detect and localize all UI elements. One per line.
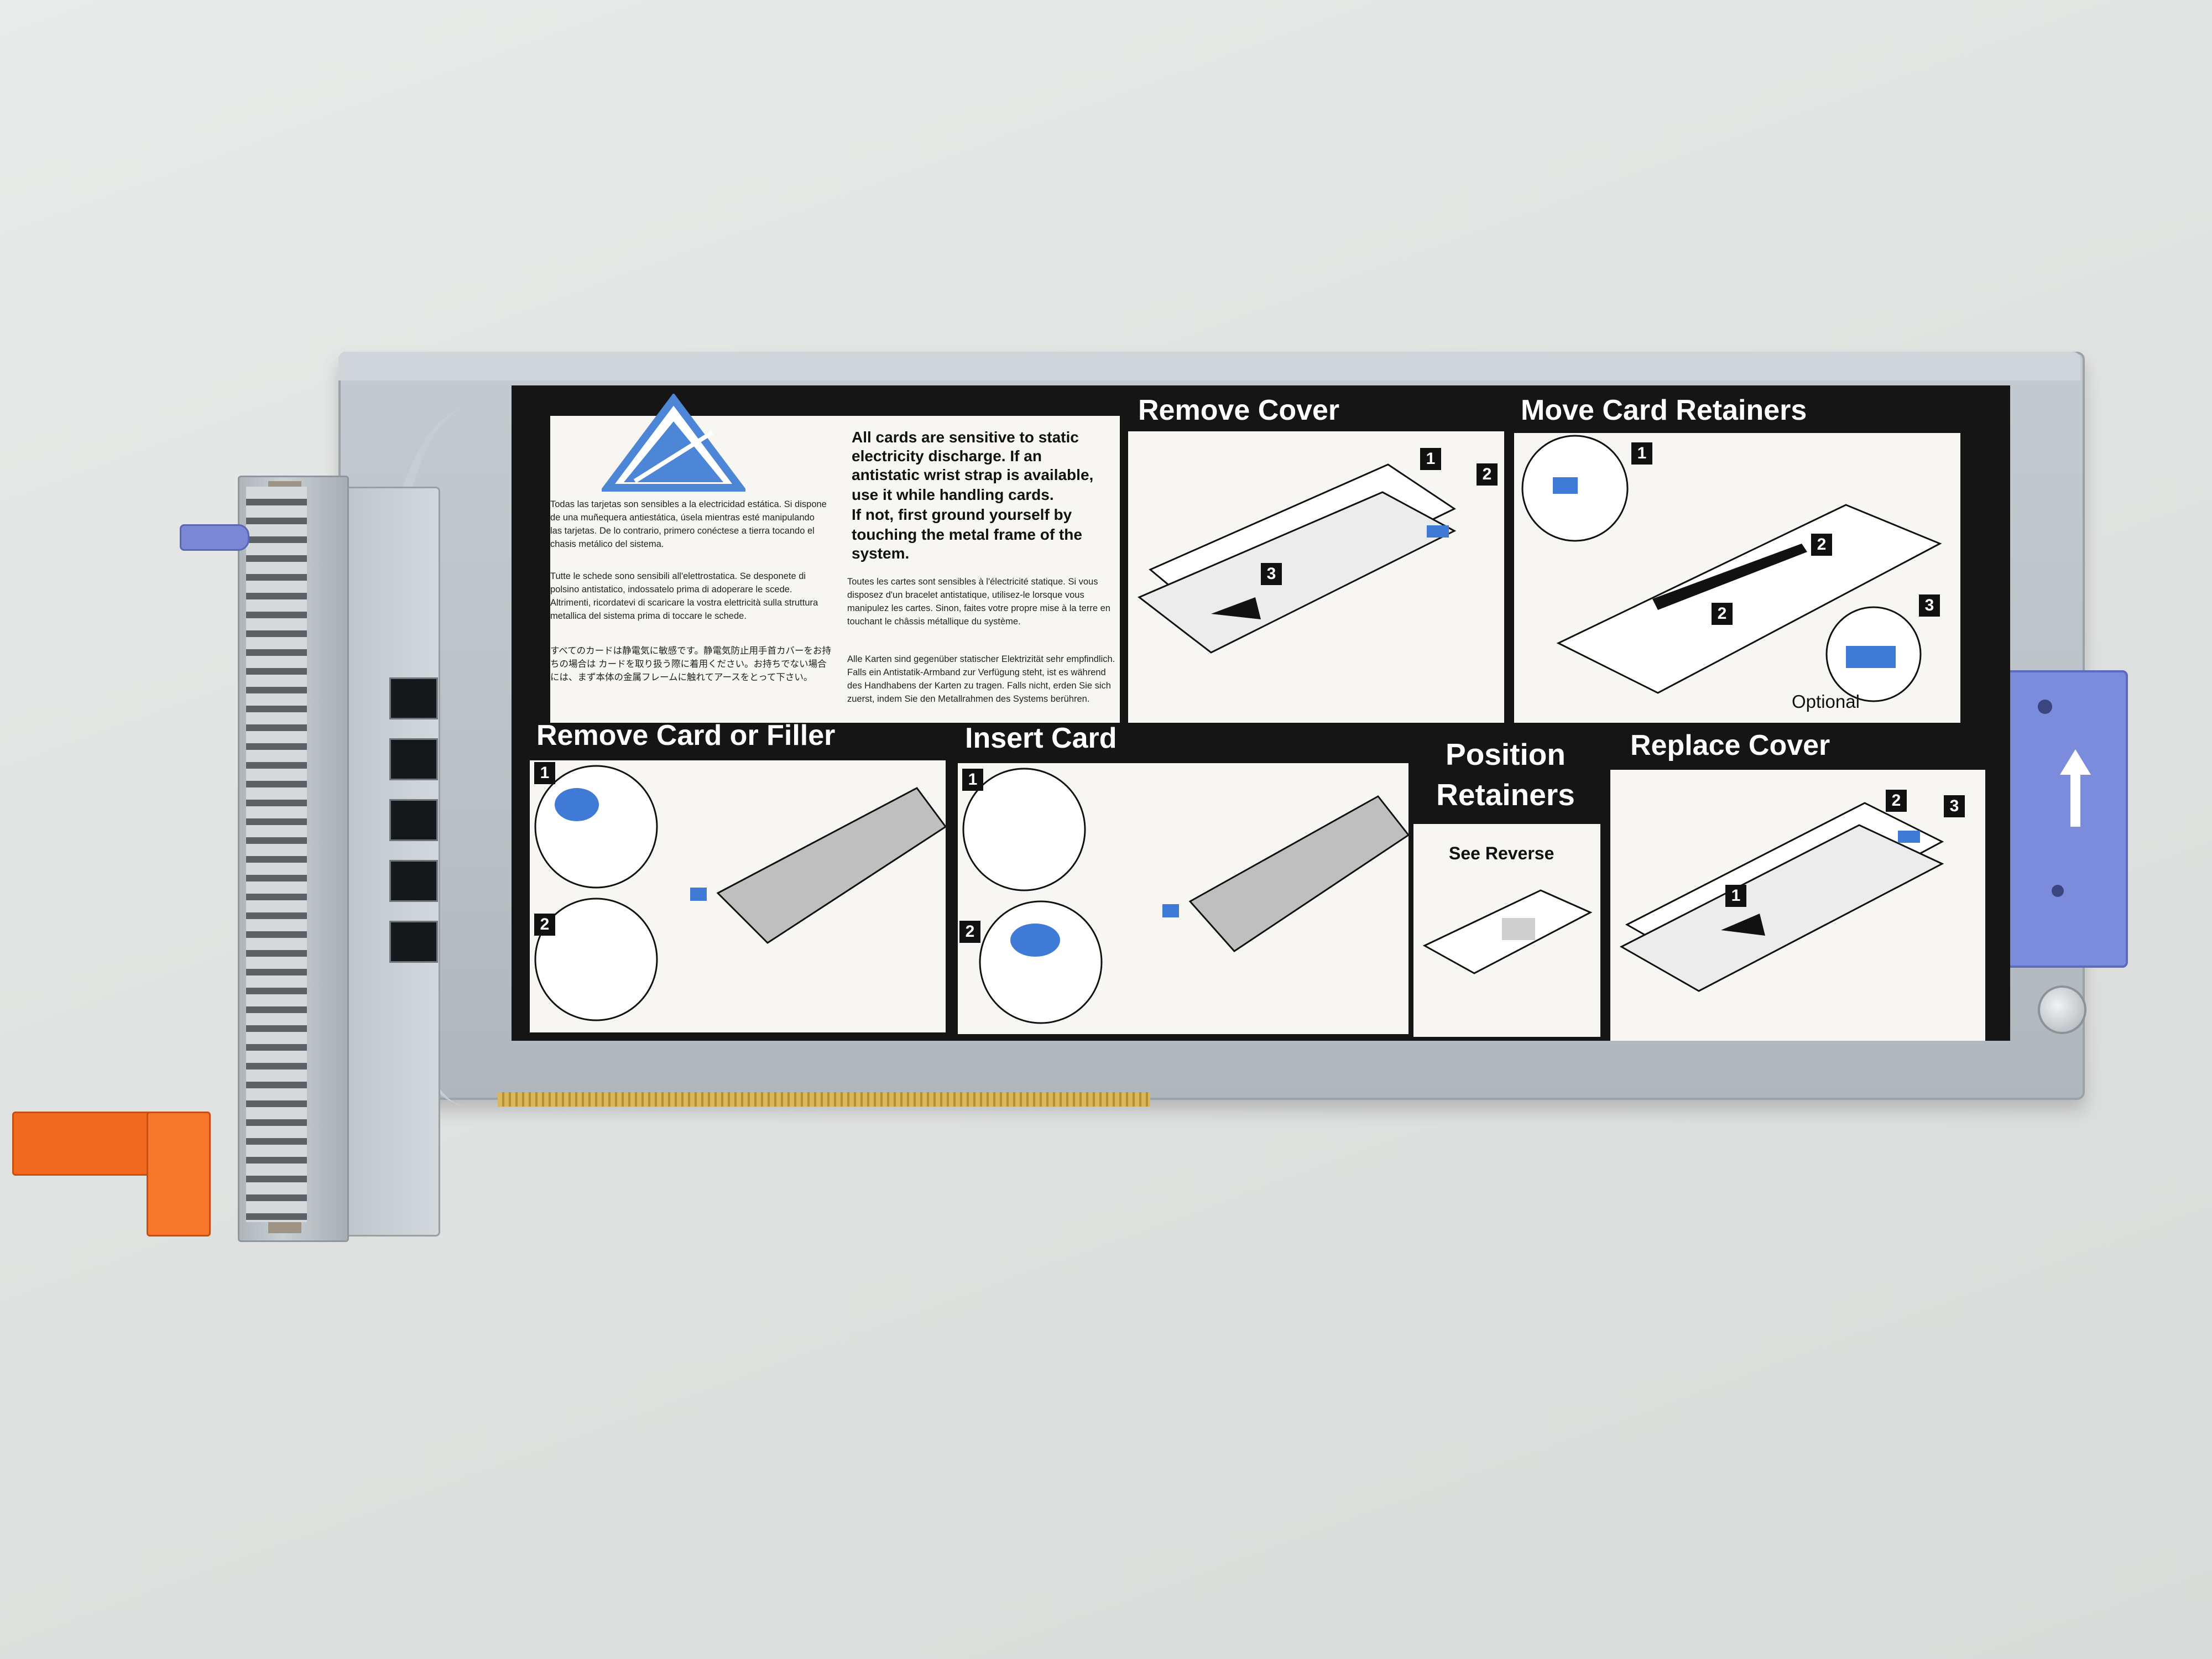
warning-en-line: use it while handling cards.: [852, 486, 1054, 503]
esd-warning-triangle-icon: [602, 394, 745, 492]
step-badge: 3: [1944, 795, 1965, 817]
replace-cover-illustration: [1619, 802, 1944, 992]
optional-caption: Optional: [1792, 691, 1860, 712]
position-retainers-illustration: [1422, 889, 1593, 974]
remove-card-or-filler-title: Remove Card or Filler: [536, 719, 836, 752]
latch-hole: [2052, 885, 2064, 897]
vent-hole: [389, 799, 438, 841]
step-badge: 3: [1919, 594, 1940, 617]
blue-retention-pin[interactable]: [180, 524, 249, 551]
up-arrow-stem: [2070, 771, 2080, 827]
insert-card-panel: [958, 763, 1408, 1034]
replace-cover-title: Replace Cover: [1630, 729, 1830, 761]
remove-card-illustration: [534, 765, 946, 1021]
warning-japanese: すべてのカードは静電気に敏感です。静電気防止用手首カバーをお持ちの場合は カード…: [550, 646, 832, 682]
warning-en-line: electricity discharge. If an: [852, 447, 1042, 465]
step-badge: 3: [1261, 563, 1282, 585]
insert-card-illustration: [962, 768, 1408, 1024]
vent-hole: [389, 677, 438, 719]
remove-cover-illustration: [1138, 463, 1457, 654]
position-retainers-panel: [1413, 824, 1600, 1037]
position-retainers-title-line2: Retainers: [1436, 778, 1575, 812]
insert-card-title: Insert Card: [965, 722, 1117, 754]
vent-hole: [389, 860, 438, 902]
warning-en-line: antistatic wrist strap is available,: [852, 466, 1094, 483]
thumb-screw[interactable]: [2038, 985, 2086, 1034]
step-badge: 2: [1811, 534, 1832, 556]
remove-card-or-filler-panel: [530, 760, 946, 1032]
warning-french: Toutes les cartes sont sensibles à l'éle…: [847, 577, 1110, 627]
step-badge: 1: [534, 762, 555, 784]
remove-cover-panel: [1128, 431, 1504, 723]
warning-german: Alle Karten sind gegenüber statischer El…: [847, 654, 1115, 704]
warning-spanish: Todas las tarjetas son sensibles a la el…: [550, 499, 827, 549]
replace-cover-panel: [1610, 770, 1985, 1041]
latch-hole: [2038, 700, 2052, 714]
warning-en-line: system.: [852, 545, 910, 562]
move-card-retainers-title: Move Card Retainers: [1521, 394, 1807, 426]
see-reverse-caption: See Reverse: [1449, 843, 1554, 863]
warning-en-line: If not, first ground yourself by: [852, 506, 1072, 523]
step-badge: 1: [962, 769, 983, 791]
warning-en-line: All cards are sensitive to static: [852, 429, 1079, 446]
vent-hole: [389, 921, 438, 963]
step-badge: 2: [1712, 603, 1733, 625]
remove-cover-title: Remove Cover: [1138, 394, 1340, 426]
position-retainers-title-line1: Position: [1446, 737, 1566, 771]
vent-hole: [389, 738, 438, 780]
orange-release-handle[interactable]: [147, 1112, 211, 1237]
orange-release-lever[interactable]: [12, 1112, 165, 1176]
move-retainers-illustration: [1521, 435, 1942, 702]
blue-slide-latch[interactable]: [1996, 670, 2128, 968]
move-card-retainers-panel: [1514, 433, 1960, 723]
step-badge: 1: [1420, 448, 1441, 470]
step-badge: 2: [1477, 463, 1498, 486]
step-badge: 2: [1886, 790, 1907, 812]
warning-en-line: touching the metal frame of the: [852, 526, 1082, 543]
edge-connector: [498, 1092, 1150, 1107]
cassette-top-edge: [338, 352, 2080, 380]
warning-italian: Tutte le schede sono sensibili all'elett…: [550, 571, 818, 621]
step-badge: 1: [1631, 442, 1652, 465]
up-arrow-icon: [2060, 749, 2091, 775]
step-badge: 1: [1725, 885, 1746, 907]
step-badge: 2: [534, 914, 555, 936]
tailstock-vent-strip: [246, 487, 307, 1222]
step-badge: 2: [959, 921, 980, 943]
